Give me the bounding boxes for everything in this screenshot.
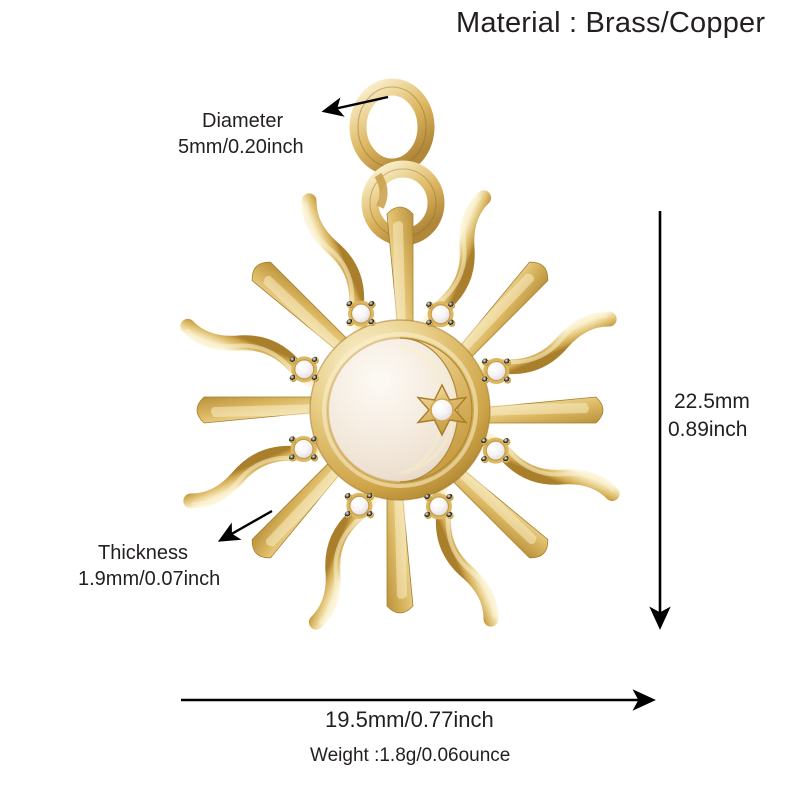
diameter-name: Diameter xyxy=(202,110,284,132)
star-motif xyxy=(416,383,468,437)
pendant-illustration xyxy=(180,78,620,630)
ray-straight-group xyxy=(196,206,604,614)
height-value-mm: 22.5mm xyxy=(674,390,750,413)
center-medallion xyxy=(309,319,491,501)
crescent-moon-shape xyxy=(399,337,473,483)
diameter-value: 5mm/0.20inch xyxy=(178,136,304,159)
jump-ring-upper xyxy=(349,78,435,176)
diameter-annotation: Diameter 5mm/0.20inch xyxy=(178,108,304,161)
thickness-annotation: Thickness 1.9mm/0.07inch xyxy=(78,540,220,593)
cz-stone-ring xyxy=(288,300,512,520)
height-annotation: 22.5mm 0.89inch xyxy=(668,388,750,443)
material-label: Material : Brass/Copper xyxy=(456,7,766,39)
width-annotation: 19.5mm/0.77inch xyxy=(325,707,494,732)
thickness-name: Thickness xyxy=(98,542,189,564)
mother-of-pearl-inlay xyxy=(328,338,472,482)
star-center-stone xyxy=(430,398,454,422)
weight-annotation: Weight :1.8g/0.06ounce xyxy=(310,745,511,766)
height-value-inch: 0.89inch xyxy=(668,417,748,441)
thickness-value: 1.9mm/0.07inch xyxy=(78,568,221,591)
sunburst-rays xyxy=(180,190,620,630)
